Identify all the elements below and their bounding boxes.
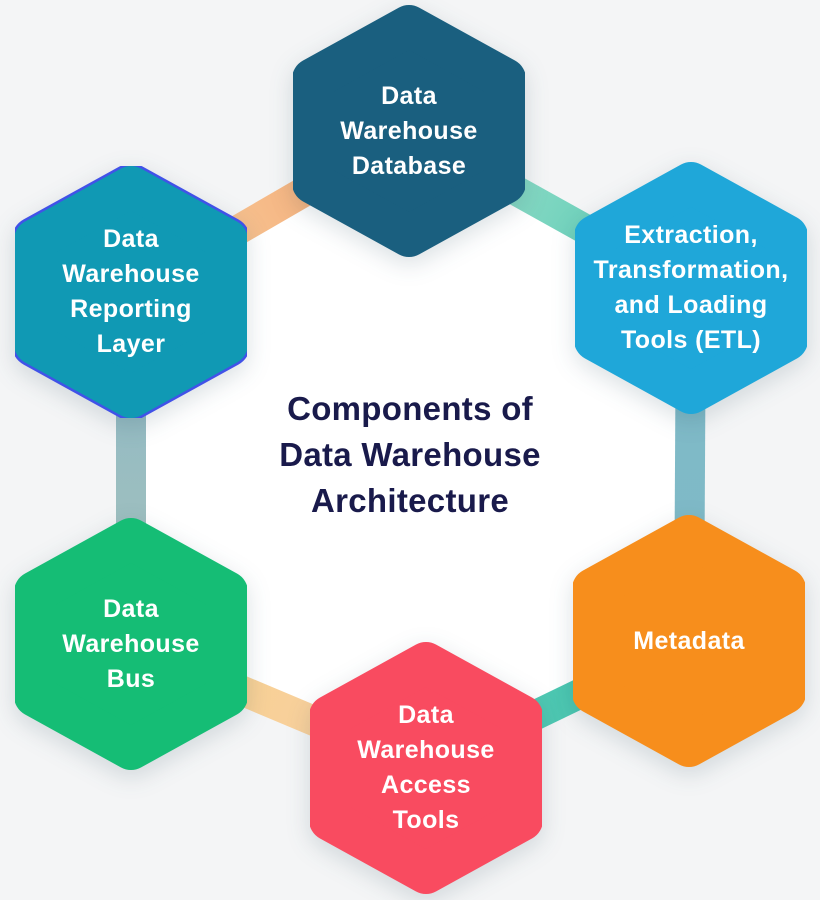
label-line: Warehouse xyxy=(62,629,200,658)
label-line: Extraction, xyxy=(624,221,758,249)
hexagon-shape xyxy=(293,5,525,257)
label-line: Bus xyxy=(106,664,156,693)
hexagon-label: Data Warehouse Reporting Layer xyxy=(15,166,247,418)
hexagon-data-warehouse-access-tools: Data Warehouse Access Tools xyxy=(310,642,542,894)
hexagon-label: Extraction, Transformation, and Loading … xyxy=(575,162,807,414)
label-line: Layer xyxy=(96,330,166,358)
label-line: Warehouse xyxy=(62,260,200,288)
hexagon-shape xyxy=(575,162,807,414)
label-line: Data xyxy=(103,594,159,623)
hexagon-shape xyxy=(310,642,542,894)
inner-ring-background xyxy=(131,131,691,768)
title-line: Data Warehouse xyxy=(279,436,541,473)
label-line: Data xyxy=(398,701,454,729)
label-line: and Loading xyxy=(614,291,768,319)
label-line: Transformation, xyxy=(593,256,789,284)
label-line: Warehouse xyxy=(357,736,495,764)
hexagon-shape xyxy=(573,515,805,767)
hexagon-shape xyxy=(15,518,247,770)
label-line: Data xyxy=(381,81,437,110)
hexagon-metadata: Metadata xyxy=(573,515,805,767)
hexagon-label: Data Warehouse Bus xyxy=(15,518,247,770)
hexagon-etl-tools: Extraction, Transformation, and Loading … xyxy=(575,162,807,414)
diagram-title: Components of Data Warehouse Architectur… xyxy=(0,386,820,524)
label-line: Metadata xyxy=(633,626,745,655)
hexagon-label: Data Warehouse Access Tools xyxy=(310,642,542,894)
title-line: Components of xyxy=(287,390,533,427)
label-line: Warehouse xyxy=(340,116,478,145)
label-line: Database xyxy=(351,151,467,180)
label-line: Access xyxy=(381,771,471,799)
label-line: Tools (ETL) xyxy=(620,326,762,354)
hexagon-data-warehouse-database: Data Warehouse Database xyxy=(293,5,525,257)
title-line: Architecture xyxy=(311,482,509,519)
label-line: Data xyxy=(103,225,159,253)
hexagon-label: Metadata xyxy=(573,515,805,767)
hexagon-data-warehouse-reporting-layer: Data Warehouse Reporting Layer xyxy=(15,166,247,418)
hexagon-label: Data Warehouse Database xyxy=(293,5,525,257)
hexagon-shape xyxy=(15,166,247,418)
hexagon-data-warehouse-bus: Data Warehouse Bus xyxy=(15,518,247,770)
label-line: Reporting xyxy=(70,295,192,323)
label-line: Tools xyxy=(392,806,460,834)
